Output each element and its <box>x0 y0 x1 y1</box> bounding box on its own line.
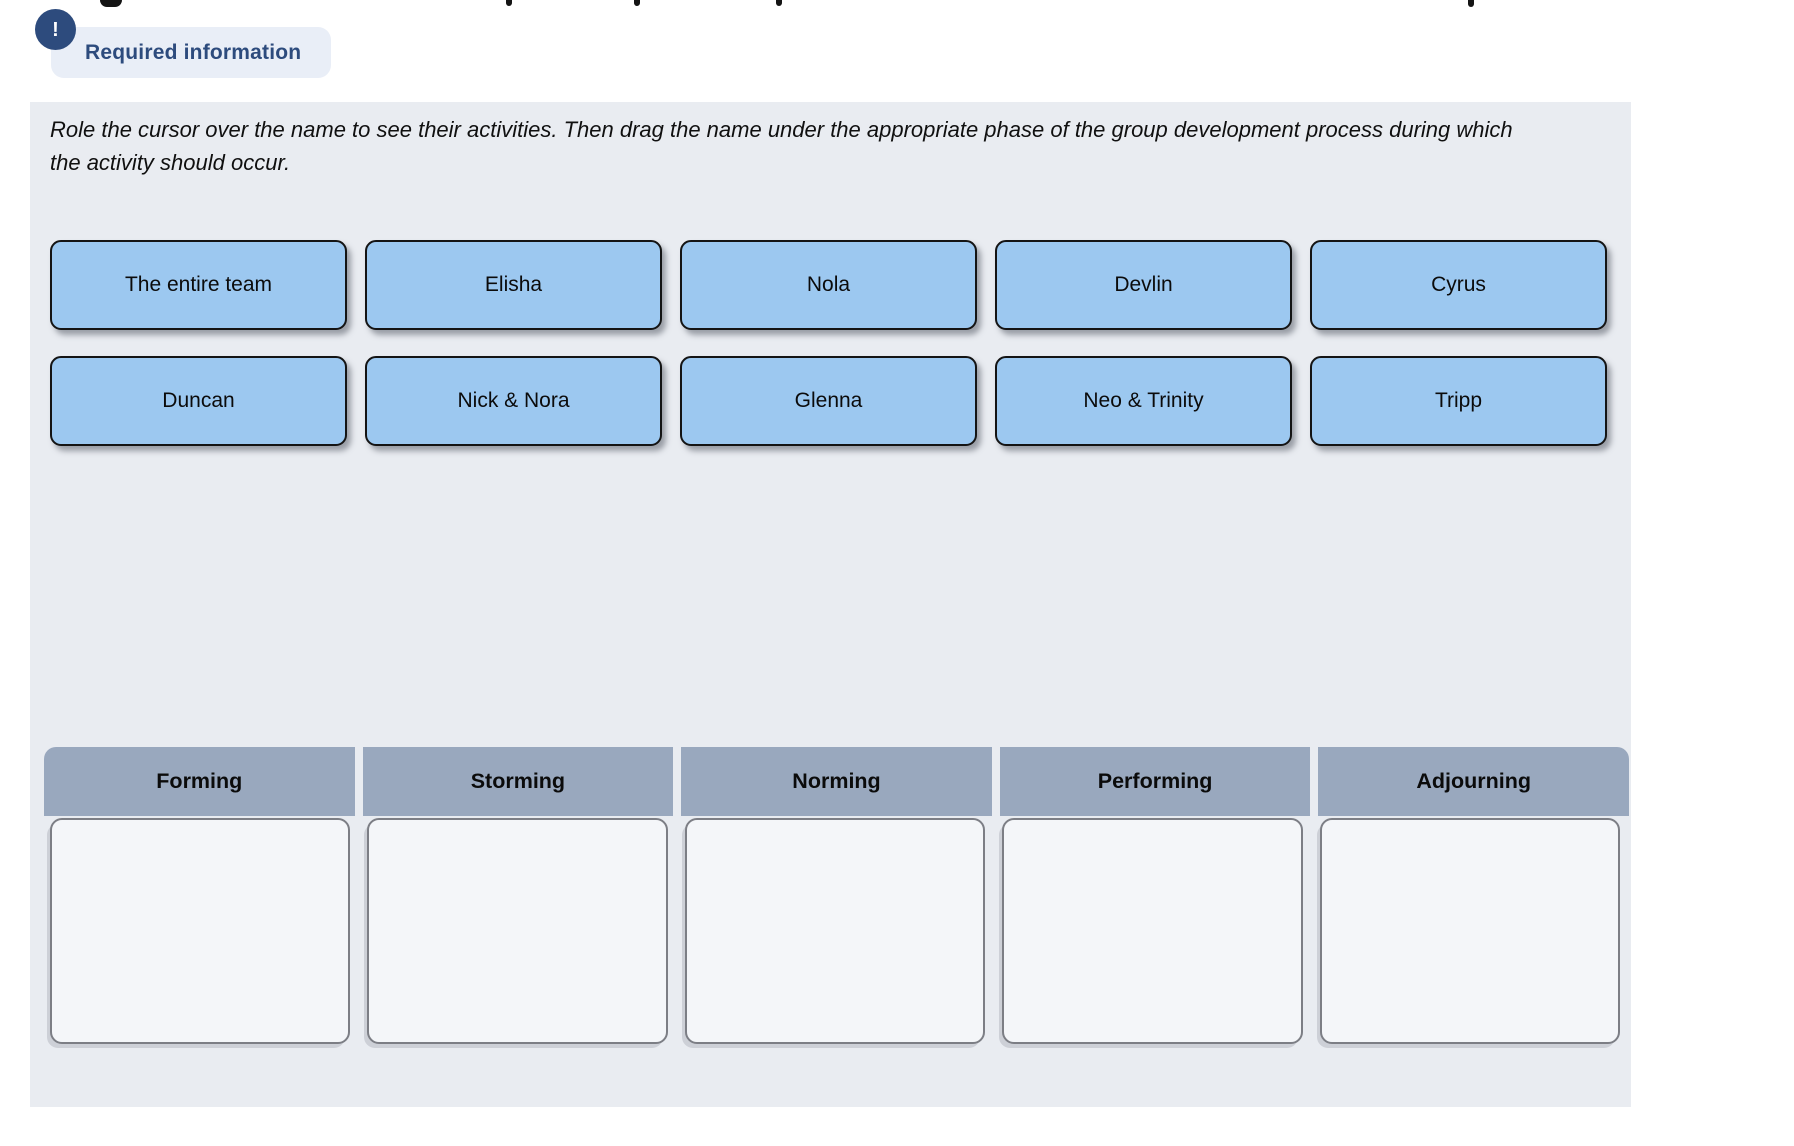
drag-item-nick-and-nora[interactable]: Nick & Nora <box>365 356 662 446</box>
instructions-text: Role the cursor over the name to see the… <box>50 117 1513 175</box>
drag-item-devlin[interactable]: Devlin <box>995 240 1292 330</box>
phase-header-forming: Forming <box>44 747 355 816</box>
activity-panel: Role the cursor over the name to see the… <box>30 102 1631 1107</box>
drag-item-tripp[interactable]: Tripp <box>1310 356 1607 446</box>
required-information-badge: Required information <box>51 27 332 78</box>
dropzone-forming[interactable] <box>50 818 351 1044</box>
required-information-label: Required information <box>85 40 302 64</box>
drag-item-glenna[interactable]: Glenna <box>680 356 977 446</box>
dropzone-storming[interactable] <box>367 818 668 1044</box>
dropzone-performing[interactable] <box>1002 818 1303 1044</box>
clipped-heading-fragment <box>100 0 122 7</box>
drag-item-the-entire-team[interactable]: The entire team <box>50 240 347 330</box>
dropzone-adjourning[interactable] <box>1319 818 1620 1044</box>
exclamation-icon: ! <box>52 18 59 41</box>
drag-item-nola[interactable]: Nola <box>680 240 977 330</box>
drag-item-elisha[interactable]: Elisha <box>365 240 662 330</box>
clipped-heading-fragment <box>776 0 782 6</box>
drag-item-neo-and-trinity[interactable]: Neo & Trinity <box>995 356 1292 446</box>
drag-items-group: The entire team Elisha Nola Devlin Cyrus… <box>50 240 1607 446</box>
dropzones-row <box>50 818 1620 1044</box>
dropzone-norming[interactable] <box>684 818 986 1044</box>
phase-header-adjourning: Adjourning <box>1318 747 1629 816</box>
clipped-heading-fragment <box>634 0 640 6</box>
alert-icon: ! <box>35 9 76 50</box>
phase-header-storming: Storming <box>362 747 674 816</box>
clipped-heading-fragment <box>506 0 512 6</box>
phase-header-norming: Norming <box>681 747 992 816</box>
clipped-heading-fragment <box>1468 0 1474 7</box>
phase-headers-row: Forming Storming Norming Performing Adjo… <box>44 747 1629 816</box>
drag-item-cyrus[interactable]: Cyrus <box>1310 240 1607 330</box>
phase-header-performing: Performing <box>999 747 1311 816</box>
drag-item-duncan[interactable]: Duncan <box>50 356 347 446</box>
